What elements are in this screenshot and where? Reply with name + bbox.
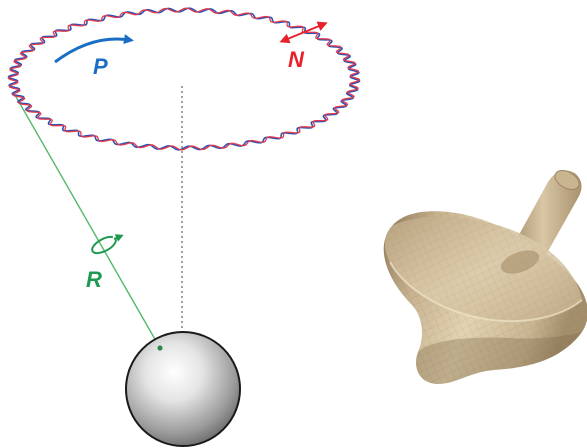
spinning-top-icon xyxy=(384,167,587,384)
precession-label: P xyxy=(93,54,108,79)
rotation-label: R xyxy=(86,267,102,292)
nutation-path xyxy=(8,8,359,150)
spin-axis-line xyxy=(15,95,160,348)
sphere-icon xyxy=(126,332,240,446)
axis-contact-point xyxy=(157,345,162,350)
nutation-label: N xyxy=(288,47,305,72)
